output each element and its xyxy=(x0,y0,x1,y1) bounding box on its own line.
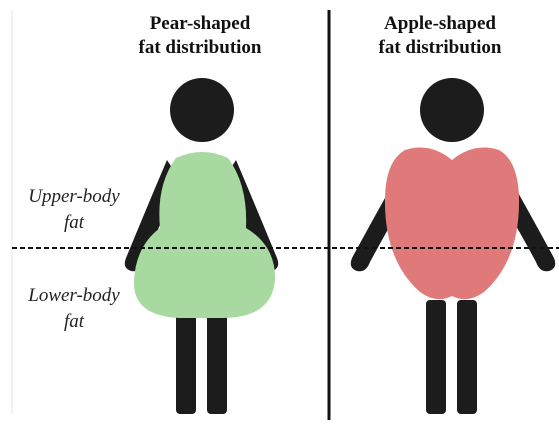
apple-head xyxy=(420,78,484,142)
apple-fat-body xyxy=(385,148,519,300)
pear-title-line1: Pear-shaped xyxy=(100,12,300,36)
apple-right-leg xyxy=(457,300,477,414)
pear-figure xyxy=(125,78,278,414)
upper-body-fat-label: Upper-body fat xyxy=(14,184,134,236)
pear-title: Pear-shaped fat distribution xyxy=(100,12,300,60)
lower-label-line1: Lower-body xyxy=(14,283,134,309)
upper-label-line2: fat xyxy=(14,210,134,236)
apple-figure xyxy=(351,78,555,414)
pear-title-line2: fat distribution xyxy=(100,36,300,60)
lower-label-line2: fat xyxy=(14,309,134,335)
apple-left-leg xyxy=(426,300,446,414)
upper-label-line1: Upper-body xyxy=(14,184,134,210)
pear-head xyxy=(170,78,234,142)
apple-title-line1: Apple-shaped xyxy=(340,12,540,36)
apple-title: Apple-shaped fat distribution xyxy=(340,12,540,60)
lower-body-fat-label: Lower-body fat xyxy=(14,283,134,335)
apple-title-line2: fat distribution xyxy=(340,36,540,60)
pear-fat-body xyxy=(134,152,275,318)
